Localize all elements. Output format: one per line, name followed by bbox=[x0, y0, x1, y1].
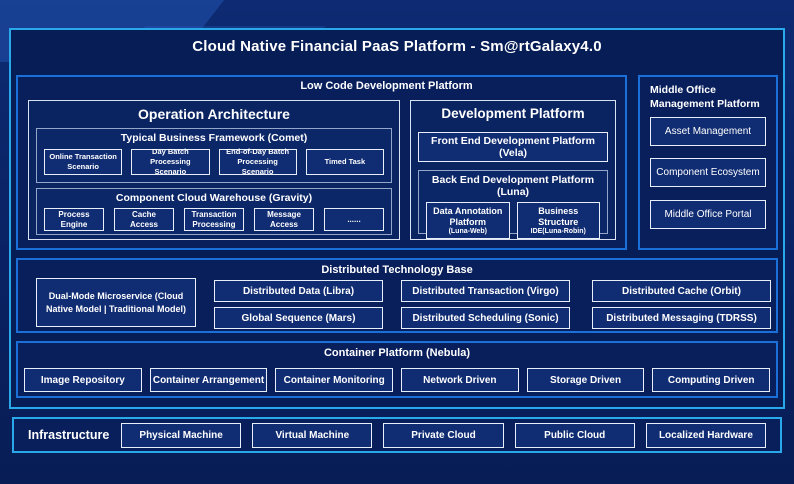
box-sublabel: IDE(Luna-Robin) bbox=[530, 228, 586, 236]
back-end-row: Data Annotation Platform (Luna-Web) Busi… bbox=[419, 198, 607, 239]
infrastructure-section: Infrastructure Physical Machine Virtual … bbox=[12, 417, 782, 453]
container-platform-section: Container Platform (Nebula) Image Reposi… bbox=[16, 341, 778, 398]
box-process-engine: Process Engine bbox=[44, 208, 104, 231]
box-front-end-development-platform-vela: Front End Development Platform (Vela) bbox=[418, 132, 608, 162]
box-timed-task: Timed Task bbox=[305, 149, 384, 175]
box-container-arrangement: Container Arrangement bbox=[149, 368, 268, 392]
box-label: Data Annotation Platform bbox=[433, 205, 503, 227]
container-platform-row: Image Repository Container Arrangement C… bbox=[24, 368, 771, 392]
infrastructure-label: Infrastructure bbox=[28, 428, 110, 442]
typical-business-framework-group: Typical Business Framework (Comet) Onlin… bbox=[36, 128, 392, 183]
box-day-batch-processing-scenario: Day Batch Processing Scenario bbox=[131, 147, 210, 176]
box-container-monitoring: Container Monitoring bbox=[275, 368, 394, 392]
back-end-development-platform-title: Back End Development Platform (Luna) bbox=[431, 174, 595, 198]
box-ellipsis: ...... bbox=[324, 208, 384, 231]
operation-architecture-title: Operation Architecture bbox=[138, 106, 290, 122]
typical-business-framework-title: Typical Business Framework (Comet) bbox=[120, 132, 308, 144]
middle-office-management-platform-section: Middle Office Management Platform Asset … bbox=[638, 75, 778, 250]
box-cache-access: Cache Access bbox=[114, 208, 174, 231]
box-distributed-scheduling-sonic: Distributed Scheduling (Sonic) bbox=[401, 307, 570, 329]
box-public-cloud: Public Cloud bbox=[514, 422, 635, 448]
box-private-cloud: Private Cloud bbox=[383, 422, 504, 448]
development-platform-panel: Development Platform Front End Developme… bbox=[410, 100, 616, 240]
box-network-driven: Network Driven bbox=[401, 368, 519, 392]
box-physical-machine: Physical Machine bbox=[121, 422, 242, 448]
component-cloud-warehouse-group: Component Cloud Warehouse (Gravity) Proc… bbox=[36, 188, 392, 235]
operation-architecture-panel: Operation Architecture Typical Business … bbox=[28, 100, 400, 240]
box-computing-driven: Computing Driven bbox=[652, 368, 771, 392]
box-end-of-day-batch-processing-scenario: End-of-Day Batch Processing Scenario bbox=[218, 147, 297, 176]
box-localized-hardware: Localized Hardware bbox=[645, 422, 767, 448]
low-code-development-platform-section: Low Code Development Platform Operation … bbox=[16, 75, 627, 250]
box-label: Business Structure bbox=[538, 205, 579, 227]
box-global-sequence-mars: Global Sequence (Mars) bbox=[214, 307, 383, 329]
component-cloud-warehouse-row: Process Engine Cache Access Transaction … bbox=[37, 204, 391, 231]
middle-office-title: Middle Office Management Platform bbox=[650, 84, 760, 110]
box-dual-mode-microservice: Dual-Mode Microservice (Cloud Native Mod… bbox=[36, 278, 196, 327]
component-cloud-warehouse-title: Component Cloud Warehouse (Gravity) bbox=[115, 192, 313, 204]
box-middle-office-portal: Middle Office Portal bbox=[650, 200, 766, 229]
box-distributed-transaction-virgo: Distributed Transaction (Virgo) bbox=[401, 280, 570, 302]
box-transaction-processing: Transaction Processing bbox=[184, 208, 244, 231]
main-panel: Cloud Native Financial PaaS Platform - S… bbox=[9, 28, 785, 409]
box-image-repository: Image Repository bbox=[24, 368, 142, 392]
development-platform-title: Development Platform bbox=[441, 106, 585, 121]
low-code-section-title: Low Code Development Platform bbox=[300, 80, 473, 92]
box-virtual-machine: Virtual Machine bbox=[252, 422, 373, 448]
typical-business-framework-row: Online Transaction Scenario Day Batch Pr… bbox=[37, 144, 391, 176]
box-message-access: Message Access bbox=[254, 208, 314, 231]
box-online-transaction-scenario: Online Transaction Scenario bbox=[44, 149, 123, 175]
box-distributed-messaging-tdrss: Distributed Messaging (TDRSS) bbox=[592, 307, 771, 329]
box-storage-driven: Storage Driven bbox=[526, 368, 645, 392]
page-title: Cloud Native Financial PaaS Platform - S… bbox=[192, 38, 602, 55]
box-sublabel: (Luna-Web) bbox=[448, 228, 487, 236]
back-end-development-platform-group: Back End Development Platform (Luna) Dat… bbox=[418, 170, 608, 239]
container-platform-title: Container Platform (Nebula) bbox=[323, 347, 471, 359]
box-component-ecosystem: Component Ecosystem bbox=[650, 158, 766, 187]
distributed-section-title: Distributed Technology Base bbox=[321, 264, 473, 276]
box-business-structure-ide-luna-robin: Business Structure IDE(Luna-Robin) bbox=[516, 202, 600, 239]
box-asset-management: Asset Management bbox=[650, 117, 766, 146]
box-distributed-cache-orbit: Distributed Cache (Orbit) bbox=[592, 280, 771, 302]
box-data-annotation-platform-luna-web: Data Annotation Platform (Luna-Web) bbox=[426, 202, 510, 239]
box-distributed-data-libra: Distributed Data (Libra) bbox=[214, 280, 383, 302]
distributed-technology-base-section: Distributed Technology Base Dual-Mode Mi… bbox=[16, 258, 778, 333]
